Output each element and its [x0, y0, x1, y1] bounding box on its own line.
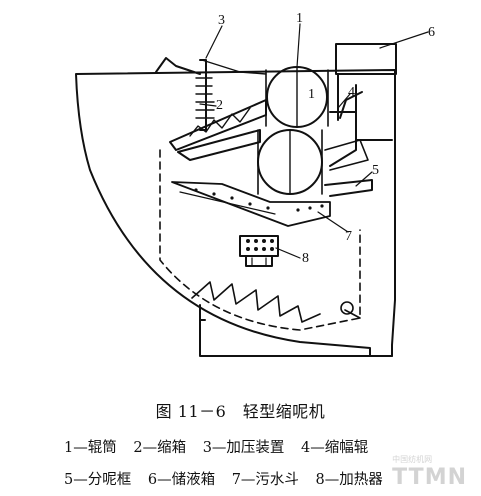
watermark-sub: 中国纺机网 [392, 455, 433, 464]
legend-item: 6—储液箱 [147, 472, 216, 488]
legend-item: 7—污水斗 [231, 472, 299, 488]
legend-item: 4—缩幅辊 [301, 440, 369, 456]
legend-item: 1—辊筒 [64, 440, 117, 456]
label-2: 2 [216, 98, 223, 113]
label-8: 8 [302, 251, 309, 266]
storage-tank [335, 43, 397, 75]
fabric-zigzag [191, 281, 321, 323]
watermark-text: TTMN [392, 465, 467, 490]
divider-frame [324, 179, 373, 197]
legend-item: 3—加压装置 [202, 440, 285, 456]
legend-row: 1—辊筒 2—缩箱 3—加压装置 4—缩幅辊 [64, 436, 380, 457]
dirty-water-hopper-curve [159, 149, 361, 331]
machine-diagram: 3 1 6 1 2 4 5 7 8 [75, 11, 435, 357]
label-5: 5 [372, 163, 379, 178]
label-4: 4 [348, 85, 355, 100]
watermark-logo: 中国纺机网 TTMN [392, 454, 467, 490]
legend-item: 2—缩箱 [133, 440, 187, 456]
label-3: 3 [218, 13, 225, 28]
legend-item: 5—分呢框 [64, 472, 132, 488]
width-roller-frame [329, 111, 357, 167]
figure-caption: 图 11－6 轻型缩呢机 [155, 402, 326, 421]
label-7: 7 [345, 229, 352, 244]
machine-housing [75, 69, 396, 357]
shrink-box [169, 99, 267, 151]
label-1-inner: 1 [308, 87, 315, 102]
legend-item: 8—加热器 [315, 472, 383, 488]
machine-base [199, 304, 393, 357]
label-1: 1 [296, 11, 303, 26]
heater [239, 235, 279, 257]
label-6: 6 [428, 25, 435, 40]
dirty-water-hopper [171, 181, 331, 227]
pressure-device [155, 57, 201, 75]
legend-row: 5—分呢框 6—储液箱 7—污水斗 8—加热器 [64, 468, 395, 489]
